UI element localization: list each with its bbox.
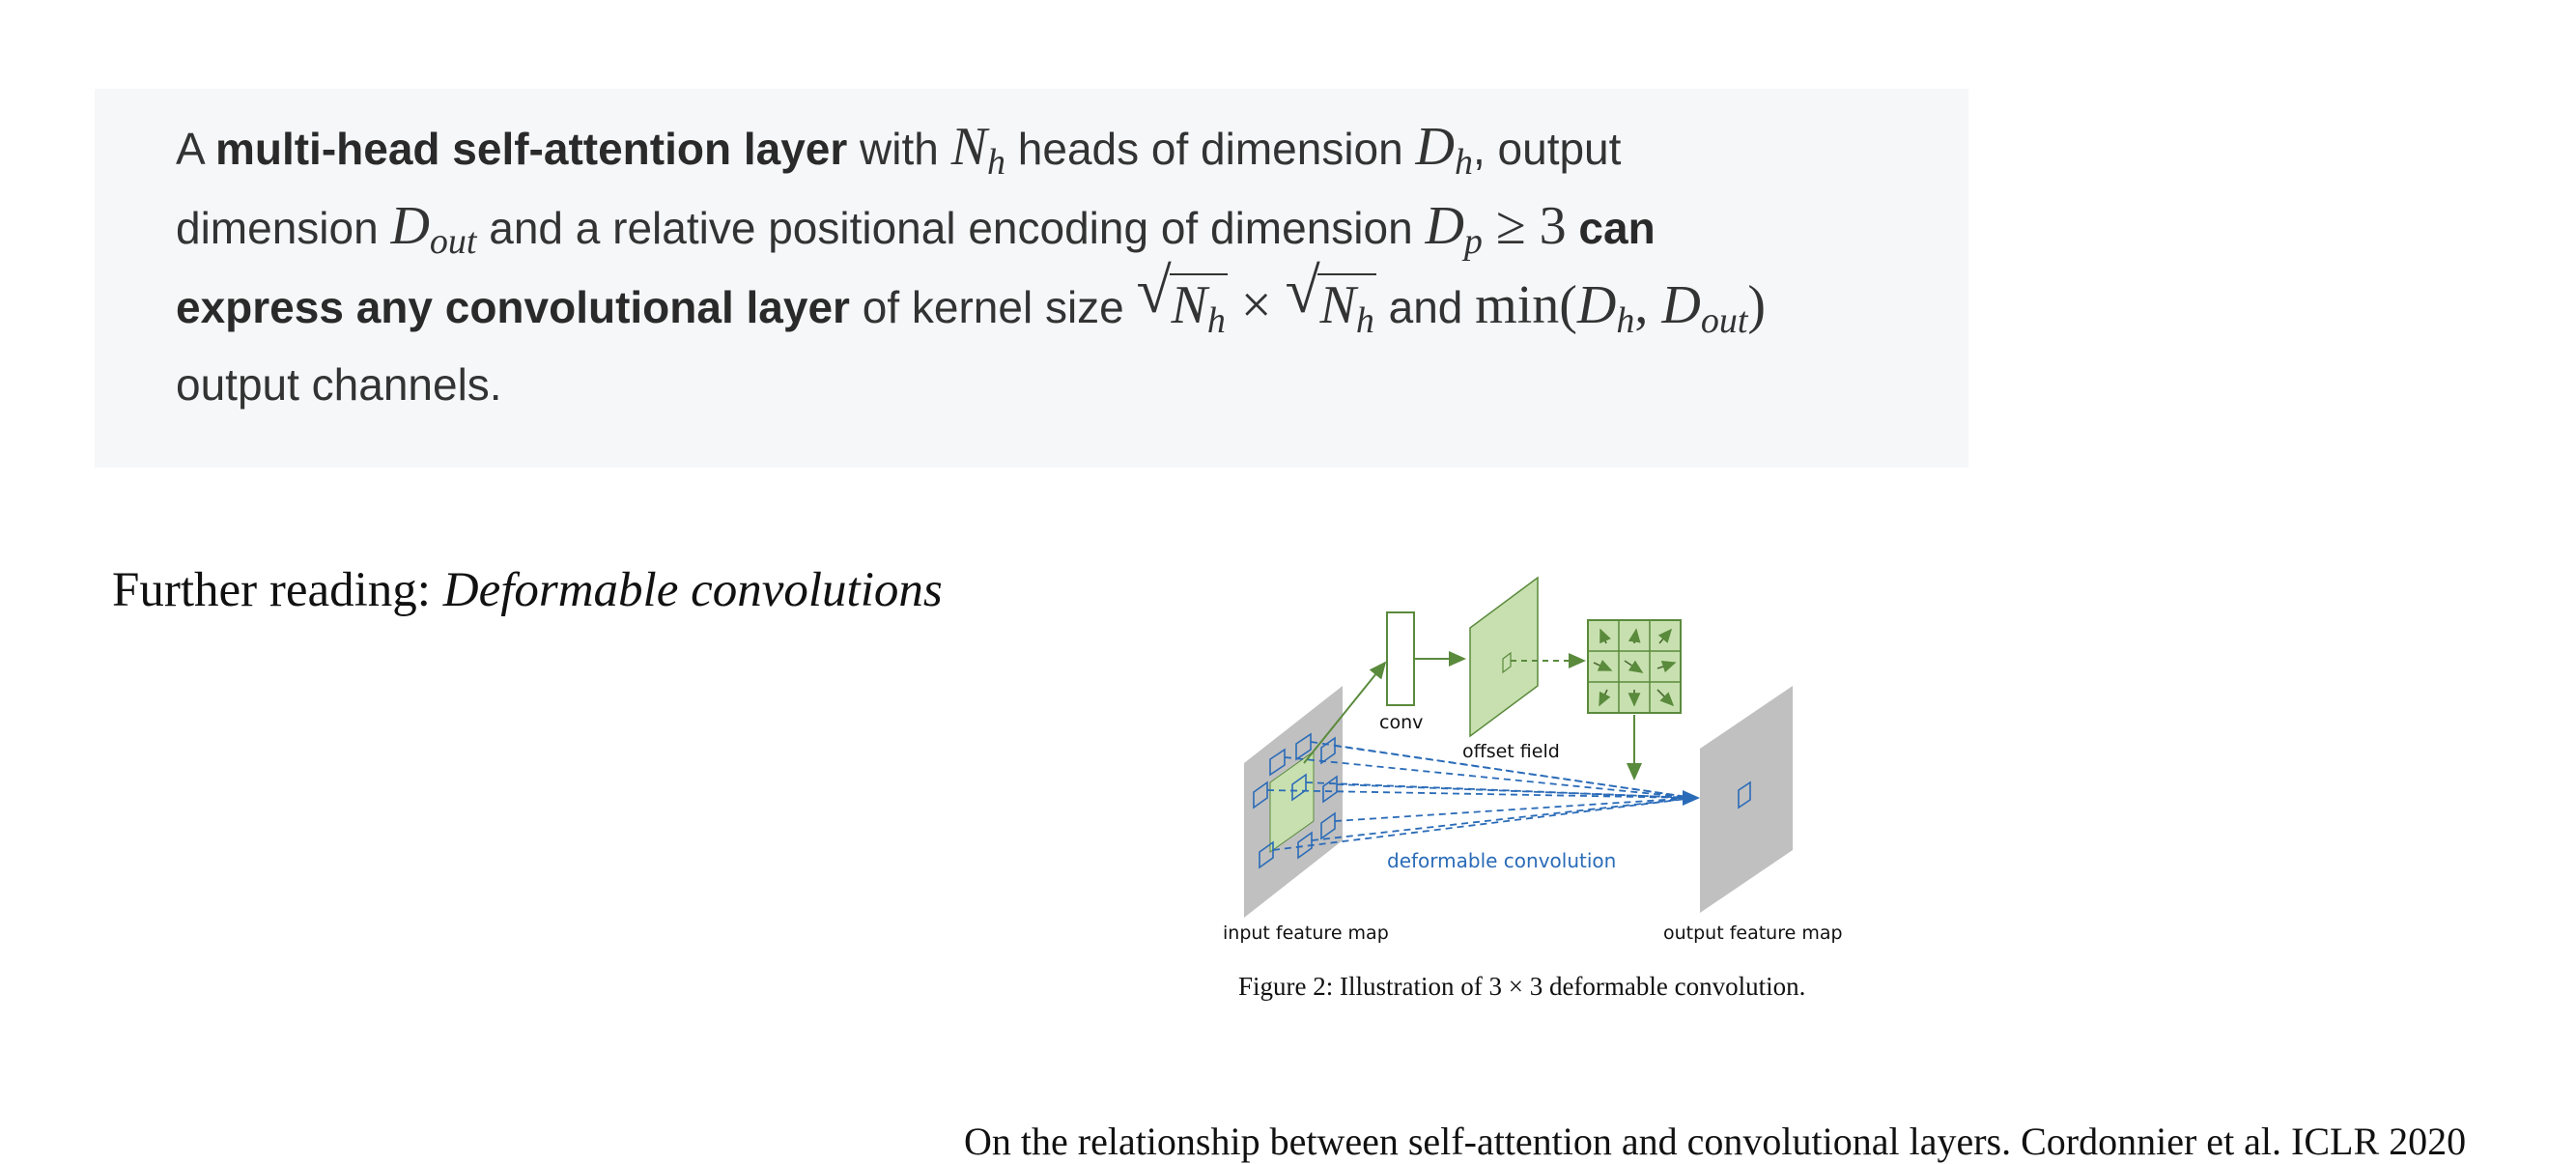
label-conv: conv xyxy=(1379,712,1423,733)
further-reading-prefix: Further reading: xyxy=(112,563,443,617)
figure-illustration: conv offset field xyxy=(1223,576,1843,944)
math-Nh: Nh xyxy=(950,117,1006,183)
output-location xyxy=(1738,781,1751,809)
theorem-text-run: , output xyxy=(1472,124,1622,174)
theorem-text-run: of kernel size xyxy=(849,282,1137,332)
conv-block xyxy=(1386,611,1415,706)
math-sqrt-Nh: √Nh xyxy=(1136,256,1228,341)
theorem-text-run: and a relative positional encoding of di… xyxy=(476,203,1426,253)
math-Dp: Dp ≥ 3 xyxy=(1425,196,1567,262)
theorem-text-run: heads of dimension xyxy=(1005,124,1416,174)
theorem-text-run: and xyxy=(1375,282,1476,332)
further-reading: Further reading: Deformable convolutions xyxy=(112,562,943,618)
label-deformable-convolution: deformable convolution xyxy=(1387,849,1616,872)
theorem-bold-run: multi-head self-attention layer xyxy=(214,124,848,174)
math-min: min(Dh, Dout) xyxy=(1475,275,1767,341)
offset-field-location xyxy=(1502,651,1512,674)
label-offset-field: offset field xyxy=(1462,741,1560,762)
math-Dout: Dout xyxy=(390,196,477,262)
theorem-text-run: A xyxy=(176,124,215,174)
deformable-conv-figure: conv offset field xyxy=(1217,570,1854,956)
theorem-text-run: with xyxy=(847,124,951,174)
offset-field xyxy=(1469,576,1539,738)
math-sqrt-Nh: √Nh xyxy=(1285,256,1376,341)
theorem-bold-run: express any convolutional layer xyxy=(176,282,850,332)
math-Dh: Dh xyxy=(1415,117,1473,183)
figure-caption: Figure 2: Illustration of 3 × 3 deformab… xyxy=(1238,972,1806,1001)
citation: On the relationship between self-attenti… xyxy=(964,1120,2467,1163)
input-to-conv-arrow xyxy=(1303,661,1387,764)
label-output-feature-map: output feature map xyxy=(1663,923,1843,944)
label-input-feature-map: input feature map xyxy=(1223,923,1389,944)
further-reading-title: Deformable convolutions xyxy=(442,563,943,617)
offsets-grid xyxy=(1587,619,1682,714)
deformable-sampling-lines xyxy=(1266,741,1695,851)
math-times: × xyxy=(1227,275,1286,335)
theorem-text-run: output channels. xyxy=(176,359,502,410)
theorem-text: A multi-head self-attention layer with N… xyxy=(176,108,1963,423)
theorem-box: A multi-head self-attention layer with N… xyxy=(95,89,1968,468)
output-feature-map xyxy=(1700,686,1793,913)
theorem-text-run: dimension xyxy=(176,203,391,253)
theorem-bold-run: can xyxy=(1566,203,1656,253)
